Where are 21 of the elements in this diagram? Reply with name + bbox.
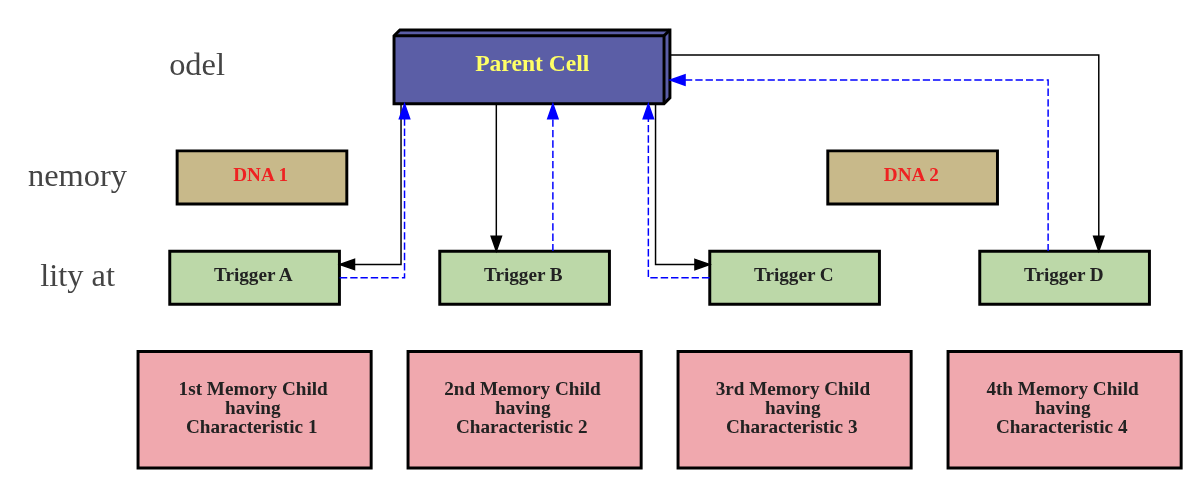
arrow	[669, 54, 1105, 254]
node-box: 4th Memory Child having Characteristic 4	[946, 350, 1183, 470]
node-box: Trigger D	[978, 249, 1151, 306]
arrow	[338, 101, 411, 279]
arrow	[546, 101, 560, 252]
node-box: DNA 1	[175, 149, 349, 206]
arrow	[490, 103, 503, 254]
arrow	[654, 103, 712, 271]
arrow	[642, 101, 711, 279]
arrow	[668, 73, 1049, 252]
node-box: DNA 2	[826, 149, 999, 206]
arrow	[337, 103, 402, 271]
label: lity at	[40, 257, 115, 294]
node-box: Trigger B	[438, 249, 611, 306]
label: nemory	[28, 156, 128, 193]
node-box: 3rd Memory Child having Characteristic 3	[676, 350, 913, 470]
node-box: 2nd Memory Child having Characteristic 2	[406, 350, 643, 470]
label: odel	[169, 46, 225, 83]
node-box: Trigger A	[168, 249, 341, 306]
node-box: Trigger C	[708, 249, 881, 306]
node-box: 1st Memory Child having Characteristic 1	[136, 350, 373, 470]
